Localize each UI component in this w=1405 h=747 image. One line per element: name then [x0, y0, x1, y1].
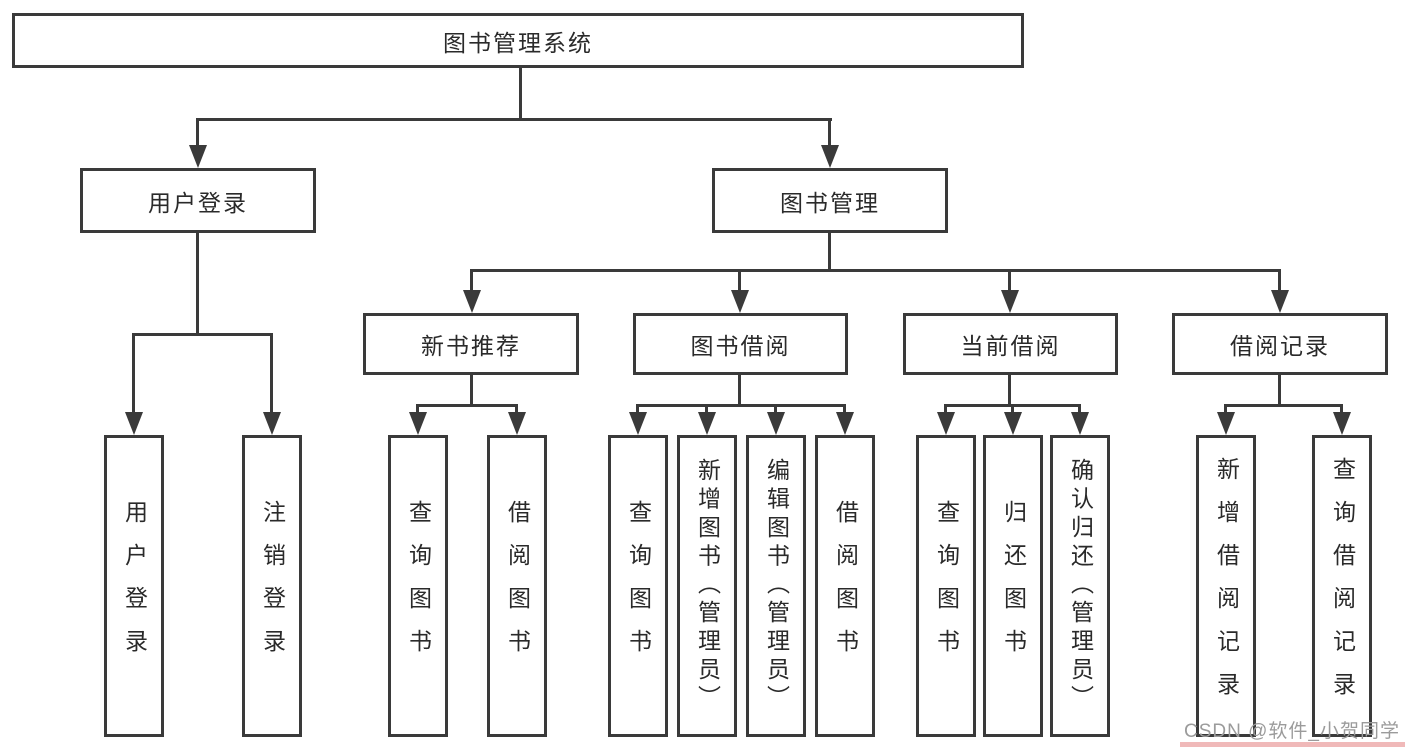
leaf-add-book-admin: 新增图书（管理员）	[677, 435, 737, 737]
connector-user-login-horizontal	[132, 333, 273, 336]
connector-book-mgmt-vertical	[828, 233, 831, 271]
leaf-label: 编辑图书（管理员）	[763, 458, 790, 714]
arrowhead	[767, 412, 785, 435]
node-user-login-group: 用户登录	[80, 168, 316, 233]
leaf-borrow-books-recommend: 借阅图书	[487, 435, 547, 737]
arrowhead-borrow-records	[1271, 290, 1289, 313]
arrowhead	[1071, 412, 1089, 435]
leaf-label: 用户登录	[121, 500, 148, 672]
leaf-logout: 注销登录	[242, 435, 302, 737]
arrowhead-book-mgmt	[821, 145, 839, 168]
leaf-label: 查询图书	[405, 500, 432, 672]
connector-drop-leaf-user-login	[132, 333, 135, 413]
leaf-label: 新增借阅记录	[1213, 457, 1240, 715]
connector-level2-horizontal	[197, 118, 832, 121]
arrowhead-user-login	[189, 145, 207, 168]
leaf-label: 查询图书	[933, 500, 960, 672]
arrowhead	[409, 412, 427, 435]
connector-drop	[1224, 404, 1227, 416]
connector-drop	[843, 404, 846, 416]
connector-trunk-vertical	[519, 68, 522, 120]
leaf-add-borrow-record: 新增借阅记录	[1196, 435, 1256, 737]
leaf-return-book: 归还图书	[983, 435, 1043, 737]
watermark-text: CSDN @软件_小贺同学	[1184, 721, 1400, 742]
connector-book-borrow-horizontal	[636, 404, 846, 407]
leaf-confirm-return-admin: 确认归还（管理员）	[1050, 435, 1110, 737]
watermark-strip	[1180, 742, 1405, 747]
node-label: 图书借阅	[690, 333, 791, 359]
leaf-query-books-borrowing: 查询图书	[608, 435, 668, 737]
leaf-label: 新增图书（管理员）	[694, 458, 721, 714]
arrowhead	[1217, 412, 1235, 435]
arrowhead	[1333, 412, 1351, 435]
node-label: 借阅记录	[1230, 333, 1330, 359]
connector-drop	[1078, 404, 1081, 416]
connector-drop	[416, 404, 419, 416]
arrowhead	[629, 412, 647, 435]
leaf-label: 注销登录	[259, 500, 286, 672]
leaf-query-borrow-record: 查询借阅记录	[1312, 435, 1372, 737]
node-label: 用户登录	[148, 189, 248, 216]
leaf-edit-book-admin: 编辑图书（管理员）	[746, 435, 806, 737]
arrowhead-current-borrow	[1001, 290, 1019, 313]
node-library-management-system: 图书管理系统	[12, 13, 1024, 68]
arrowhead	[1004, 412, 1022, 435]
connector-new-book-rec-vertical	[470, 375, 473, 406]
connector-drop	[515, 404, 518, 416]
arrowhead	[698, 412, 716, 435]
node-new-book-recommend: 新书推荐	[363, 313, 579, 375]
node-label: 新书推荐	[421, 333, 521, 359]
connector-level3-horizontal	[470, 269, 1281, 272]
connector-drop-leaf-logout	[270, 333, 273, 413]
connector-new-book-rec-horizontal	[416, 404, 518, 407]
connector-drop	[774, 404, 777, 416]
connector-drop-borrow-records	[1278, 269, 1281, 291]
connector-borrow-records-horizontal	[1224, 404, 1343, 407]
leaf-label: 借阅图书	[832, 500, 859, 672]
node-borrowing-records: 借阅记录	[1172, 313, 1388, 375]
leaf-label: 查询图书	[625, 500, 652, 672]
connector-drop	[1340, 404, 1343, 416]
connector-borrow-records-vertical	[1278, 375, 1281, 406]
node-label: 当前借阅	[960, 333, 1061, 359]
leaf-label: 查询借阅记录	[1329, 457, 1356, 715]
connector-drop-book-borrow	[738, 269, 741, 291]
leaf-label: 借阅图书	[504, 500, 531, 672]
leaf-user-login: 用户登录	[104, 435, 164, 737]
leaf-query-books-recommend: 查询图书	[388, 435, 448, 737]
connector-drop-book-mgmt	[828, 118, 831, 148]
node-book-management: 图书管理	[712, 168, 948, 233]
node-label: 图书管理	[780, 189, 880, 216]
connector-current-borrow-vertical	[1008, 375, 1011, 406]
connector-user-login-vertical	[196, 233, 199, 336]
leaf-query-books-current: 查询图书	[916, 435, 976, 737]
arrowhead-leaf-logout	[263, 412, 281, 435]
connector-drop	[636, 404, 639, 416]
node-label: 图书管理系统	[443, 29, 593, 56]
leaf-label: 确认归还（管理员）	[1067, 458, 1094, 714]
connector-book-borrow-vertical	[738, 375, 741, 406]
leaf-borrow-books-borrowing: 借阅图书	[815, 435, 875, 737]
connector-drop-new-book-rec	[470, 269, 473, 291]
arrowhead-leaf-user-login	[125, 412, 143, 435]
node-book-borrowing: 图书借阅	[633, 313, 848, 375]
arrowhead	[937, 412, 955, 435]
arrowhead	[508, 412, 526, 435]
connector-drop	[944, 404, 947, 416]
node-current-borrowing: 当前借阅	[903, 313, 1118, 375]
arrowhead-book-borrow	[731, 290, 749, 313]
leaf-label: 归还图书	[1000, 500, 1027, 672]
connector-drop	[1011, 404, 1014, 416]
arrowhead-new-book-rec	[463, 290, 481, 313]
arrowhead	[836, 412, 854, 435]
connector-drop	[705, 404, 708, 416]
connector-drop-current-borrow	[1008, 269, 1011, 291]
connector-drop-user-login	[196, 118, 199, 148]
